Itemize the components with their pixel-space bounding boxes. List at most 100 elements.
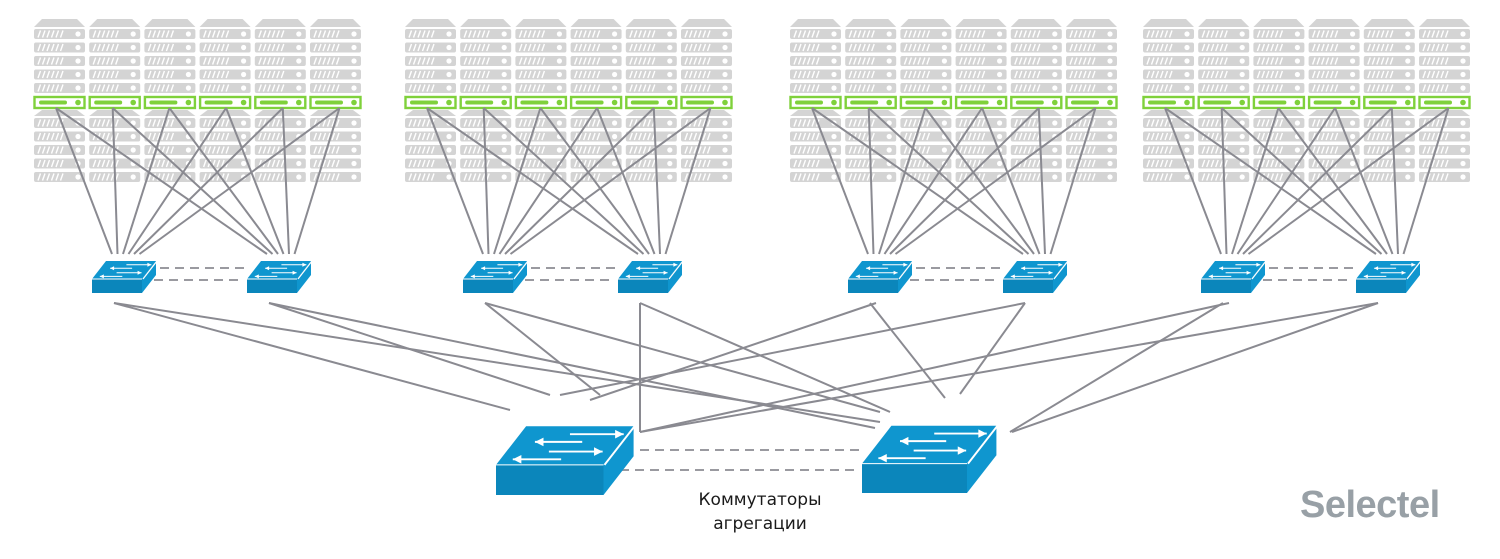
vent-stripe — [322, 173, 327, 181]
vent-stripe — [417, 146, 422, 154]
vent-stripe — [421, 146, 426, 154]
vent-stripe — [481, 70, 486, 79]
vent-stripe — [101, 57, 106, 65]
vent-stripe — [912, 84, 917, 92]
arrow-head-icon — [636, 266, 641, 271]
vent-stripe — [903, 84, 908, 92]
vent-stripe — [857, 57, 862, 65]
led-icon — [1405, 31, 1411, 37]
vent-stripe — [1150, 57, 1155, 65]
vent-stripe — [1367, 119, 1371, 127]
vent-stripe — [1082, 119, 1087, 127]
vent-stripe — [587, 70, 592, 79]
vent-stripe — [921, 30, 926, 38]
vent-stripe — [313, 146, 318, 154]
vent-stripe — [326, 43, 331, 52]
vent-stripe — [468, 57, 472, 65]
vent-stripe — [1073, 173, 1078, 181]
vent-stripe — [693, 43, 698, 52]
vent-stripe — [472, 132, 477, 141]
vent-stripe — [802, 57, 807, 65]
vent-stripe — [1329, 57, 1334, 65]
access-switch — [848, 260, 914, 293]
vent-stripe — [1091, 84, 1096, 92]
vent-stripe — [523, 119, 528, 127]
vent-stripe — [262, 30, 267, 38]
vent-stripe — [1210, 159, 1215, 168]
vent-stripe — [697, 119, 702, 127]
vent-stripe — [267, 57, 271, 65]
vent-stripe — [335, 57, 340, 65]
server-link — [867, 107, 875, 255]
vent-stripe — [1082, 173, 1087, 181]
vent-stripe — [1091, 173, 1096, 181]
led-icon — [1052, 71, 1058, 78]
vent-stripe — [1435, 57, 1440, 65]
vent-stripe — [1168, 43, 1173, 52]
server-rack — [625, 19, 678, 182]
switch-side — [297, 261, 311, 293]
vent-stripe — [426, 173, 431, 181]
vent-stripe — [313, 173, 318, 181]
vent-stripe — [1426, 84, 1431, 92]
led-icon — [130, 85, 136, 91]
led-icon — [1052, 58, 1058, 64]
vent-stripe — [1261, 84, 1266, 92]
vent-stripe — [1219, 70, 1224, 79]
server-link — [426, 107, 639, 255]
vent-stripe — [152, 43, 157, 52]
vent-stripe — [1087, 132, 1092, 141]
vent-stripe — [1367, 173, 1371, 181]
vent-stripe — [276, 84, 280, 92]
vent-stripe — [1320, 70, 1325, 79]
vent-stripe — [1032, 132, 1036, 141]
vent-stripe — [802, 84, 807, 92]
server-rack — [1010, 19, 1063, 182]
vent-stripe — [1444, 30, 1449, 38]
vent-stripe — [976, 132, 981, 141]
vent-stripe — [811, 146, 816, 154]
vent-stripe — [573, 173, 578, 181]
led-icon — [1052, 31, 1058, 37]
vent-stripe — [1224, 132, 1228, 141]
vent-stripe — [207, 43, 212, 52]
vent-stripe — [848, 70, 853, 79]
vent-stripe — [1023, 43, 1027, 52]
vent-stripe — [802, 159, 807, 168]
vent-stripe — [1316, 132, 1321, 141]
vent-stripe — [1159, 84, 1164, 92]
vent-stripe — [523, 132, 528, 141]
vent-stripe — [1385, 70, 1389, 79]
vent-stripe — [147, 146, 152, 154]
vent-stripe — [220, 43, 225, 52]
switch-edge — [898, 260, 914, 280]
vent-stripe — [1256, 43, 1261, 52]
vent-stripe — [541, 70, 546, 79]
switch-side — [142, 261, 156, 293]
vent-stripe — [463, 146, 468, 154]
vent-stripe — [684, 30, 689, 38]
led-icon — [1350, 58, 1356, 64]
vent-stripe — [430, 132, 435, 141]
led-icon — [886, 147, 892, 153]
arrow-head-icon — [1219, 266, 1224, 271]
led-icon — [1239, 147, 1245, 153]
led-icon — [722, 120, 728, 126]
vent-stripe — [331, 132, 336, 141]
vent-stripe — [1014, 30, 1018, 38]
vent-stripe — [1329, 70, 1334, 79]
vent-stripe — [317, 132, 322, 141]
server-link — [1221, 107, 1383, 255]
vent-stripe — [1440, 173, 1445, 181]
vent-stripe — [1150, 30, 1155, 38]
led-icon — [1107, 174, 1113, 180]
vent-stripe — [848, 146, 853, 154]
led-icon — [501, 174, 507, 180]
vent-stripe — [1329, 146, 1334, 154]
vent-stripe — [532, 173, 537, 181]
vent-stripe — [958, 159, 963, 168]
vent-stripe — [518, 146, 523, 154]
vent-stripe — [582, 84, 587, 92]
vent-stripe — [587, 84, 592, 92]
vent-stripe — [1201, 84, 1206, 92]
